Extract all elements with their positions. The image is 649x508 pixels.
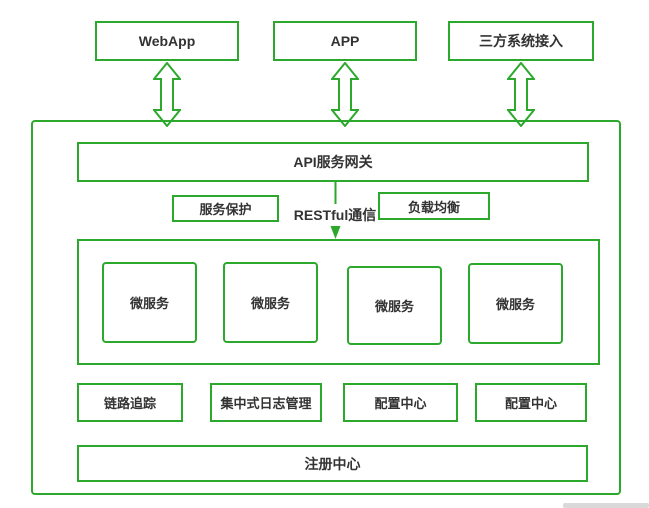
node-app-label: APP	[330, 33, 360, 49]
microservice-label: 微服务	[250, 296, 290, 311]
trace-box: 链路追踪	[77, 383, 183, 422]
double-arrow-icon	[153, 62, 181, 127]
microservice-label: 微服务	[374, 299, 414, 314]
config-center-box: 配置中心	[343, 383, 458, 422]
node-app: APP	[273, 21, 417, 61]
microservice-box: 微服务	[223, 262, 318, 343]
log-management-label: 集中式日志管理	[220, 396, 312, 411]
log-management-box: 集中式日志管理	[210, 383, 322, 422]
double-arrow-icon	[507, 62, 535, 127]
microservice-box: 微服务	[468, 263, 563, 344]
restful-communication-label: RESTful通信	[289, 204, 381, 226]
horizontal-scrollbar[interactable]	[563, 503, 649, 508]
node-webapp: WebApp	[95, 21, 239, 61]
node-third-party: 三方系统接入	[448, 21, 594, 61]
config-center-label: 配置中心	[504, 396, 557, 411]
load-balance-label: 负载均衡	[407, 199, 460, 215]
microservice-box: 微服务	[102, 262, 197, 343]
api-gateway-box: API服务网关	[77, 142, 589, 182]
microservice-label: 微服务	[129, 296, 169, 311]
service-protection-box: 服务保护	[172, 195, 279, 222]
config-center-label: 配置中心	[374, 396, 427, 411]
microservice-label: 微服务	[495, 297, 535, 312]
trace-label: 链路追踪	[103, 396, 156, 411]
registry-label: 注册中心	[304, 455, 361, 472]
platform-container	[31, 120, 621, 495]
node-third-party-label: 三方系统接入	[479, 33, 563, 49]
node-webapp-label: WebApp	[138, 33, 196, 49]
service-protection-label: 服务保护	[199, 202, 252, 217]
api-gateway-label: API服务网关	[293, 154, 373, 170]
microservice-box: 微服务	[347, 266, 442, 345]
double-arrow-icon	[331, 62, 359, 127]
config-center-box: 配置中心	[475, 383, 587, 422]
registry-box: 注册中心	[77, 445, 588, 482]
load-balance-box: 负载均衡	[378, 192, 490, 220]
